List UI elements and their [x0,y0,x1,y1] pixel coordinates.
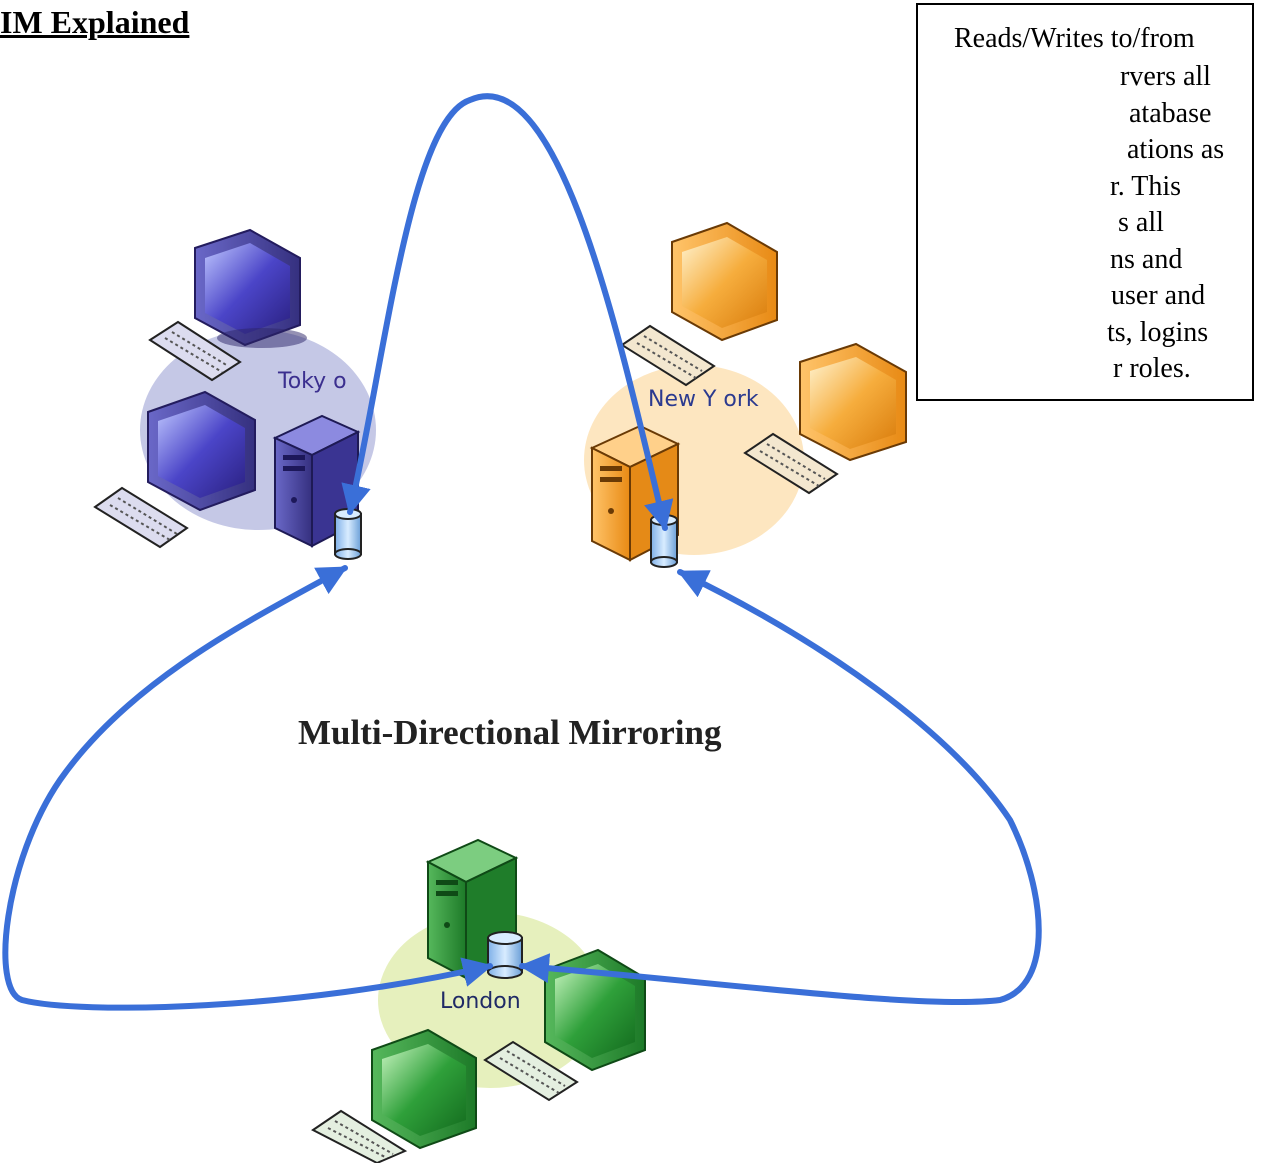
site-tokyo: Toky o [93,228,376,560]
note-lines: rvers all atabase ations as r. This s all ns … [918,59,1252,388]
new-york-keyboard-1 [620,324,716,387]
tokyo-monitor-2 [147,390,256,512]
diagram-caption: Multi-Directional Mirroring [298,713,722,752]
arrow-london-new-york [519,569,1042,1006]
note-line: rvers all [1120,61,1211,92]
note-line: ations as [1127,134,1225,165]
tokyo-label: Toky o [277,369,347,394]
tokyo-monitor-1 [194,228,307,348]
new-york-keyboard-2 [743,432,839,495]
note-line: ns and [1110,243,1183,275]
london-database-icon [487,931,523,979]
tokyo-database-icon [334,508,362,560]
note-line: r roles. [1113,353,1191,384]
site-london: London [311,838,646,1165]
new-york-monitor-2 [799,342,907,462]
london-monitor-2 [371,1028,477,1150]
arrow-tokyo-new-york [341,93,674,531]
new-york-label: New Y ork [648,387,759,412]
note-line: user and [1111,280,1206,311]
note-line: r. This [1110,170,1182,202]
tokyo-keyboard-1 [148,320,242,382]
london-keyboard-1 [483,1040,579,1102]
note-line: atabase [1129,97,1212,129]
page-heading: IM Explained [0,4,190,40]
arrow-london-tokyo [2,565,493,1011]
london-keyboard-2 [311,1109,408,1165]
new-york-monitor-1 [671,221,778,342]
note-first-line: Reads/Writes to/from [954,23,1195,54]
london-label: London [440,989,521,1014]
mirroring-arrows [2,93,1042,1011]
tokyo-keyboard-2 [93,486,189,549]
note-line: s all [1118,207,1164,238]
note-line: ts, logins [1107,316,1209,348]
description-note: Reads/Writes to/from rvers all atabase ati… [916,3,1254,401]
